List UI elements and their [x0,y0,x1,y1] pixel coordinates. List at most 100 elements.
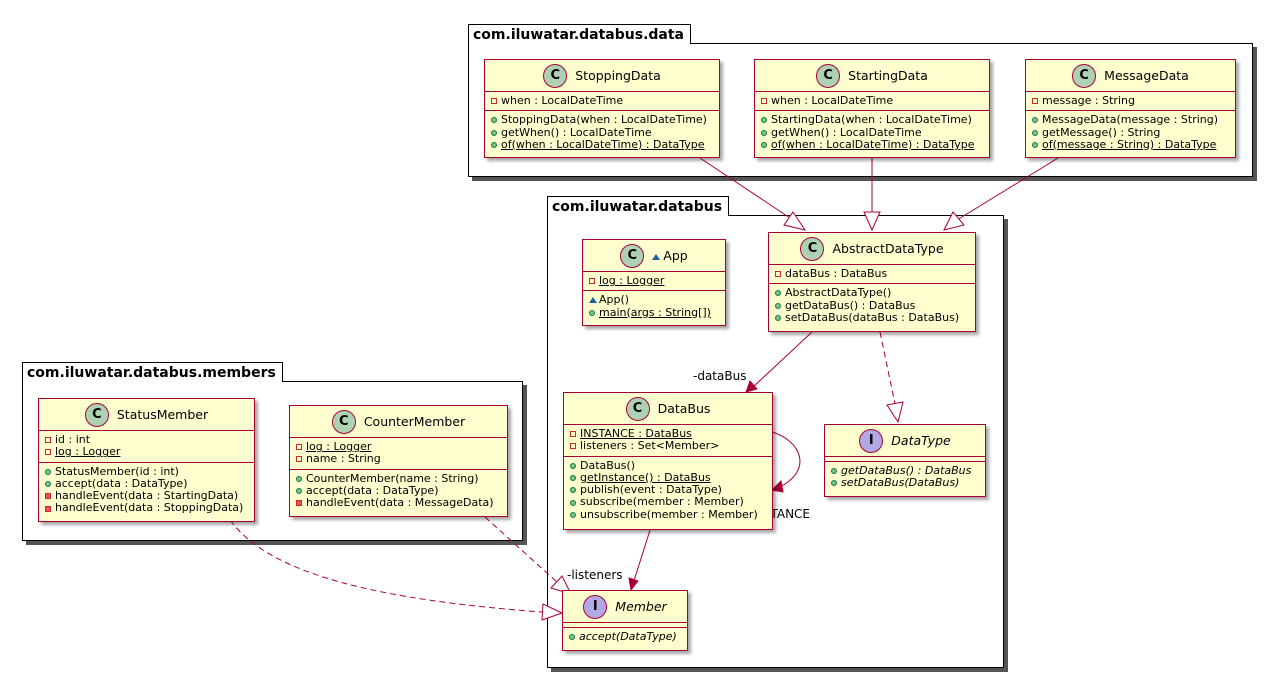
class-abstract-data-type[interactable]: C AbstractDataType dataBus : DataBus Abs… [768,232,976,332]
private-field-icon [45,449,51,456]
fields-section: dataBus : DataBus [769,265,975,285]
private-field-icon [570,431,576,438]
class-stereotype-icon: C [816,63,841,88]
method-row: getWhen() : LocalDateTime [761,126,983,139]
class-status-member[interactable]: C StatusMember id : int log : Logger Sta… [38,398,255,522]
realization-arrowhead [550,575,572,595]
methods-section: CounterMember(name : String) accept(data… [290,470,507,513]
class-stereotype-icon: C [625,396,650,421]
association-arrowhead [745,380,758,393]
edge-counter-implements-member [484,516,559,584]
realization-arrowhead [886,401,904,424]
class-stopping-data[interactable]: C StoppingData when : LocalDateTime Stop… [484,59,720,158]
class-stereotype-icon: C [84,402,109,427]
methods-section: StatusMember(id : int) accept(data : Dat… [39,463,254,518]
method-row: getWhen() : LocalDateTime [491,126,713,139]
realization-arrowhead [541,603,564,621]
field-row: dataBus : DataBus [775,267,969,280]
methods-section: App() main(args : String[]) [583,291,725,322]
class-app[interactable]: C App log : Logger App() main(args : Str… [582,239,726,326]
edge-abstract-implements-datatype [879,331,896,405]
method-row: AbstractDataType() [775,286,969,299]
public-method-icon [296,488,302,495]
method-row: StartingData(when : LocalDateTime) [761,113,983,126]
edge-status-implements-member [229,519,543,613]
method-row: MessageData(message : String) [1032,113,1229,126]
private-field-icon [296,456,302,463]
method-row: StoppingData(when : LocalDateTime) [491,113,713,126]
class-header: C StartingData [755,60,989,92]
fields-section [825,457,985,462]
interface-name: Member [615,599,667,614]
class-name: DataBus [657,401,711,416]
public-method-icon [569,634,575,641]
public-method-icon [589,309,595,316]
methods-section: getDataBus() : DataBus setDataBus(DataBu… [825,462,985,493]
private-field-icon [45,437,51,444]
method-row: handleEvent(data : MessageData) [296,496,501,509]
public-method-icon [570,475,576,482]
edge-stopping-to-abstract [699,157,794,221]
class-counter-member[interactable]: C CounterMember log : Logger name : Stri… [289,405,508,517]
class-starting-data[interactable]: C StartingData when : LocalDateTime Star… [754,59,990,158]
private-field-icon [570,443,576,450]
method-row: accept(DataType) [569,630,681,643]
public-method-icon [761,129,767,136]
method-row: setDataBus(dataBus : DataBus) [775,311,969,324]
field-row: message : String [1032,94,1229,107]
interface-member[interactable]: I Member accept(DataType) [562,590,688,651]
public-method-icon [761,117,767,124]
package-title: com.iluwatar.databus [547,196,730,216]
private-field-icon [296,444,302,451]
public-method-icon [491,117,497,124]
public-method-icon [831,468,837,475]
field-row: id : int [45,433,248,446]
method-row: accept(data : DataType) [296,484,501,497]
field-row: listeners : Set<Member> [570,439,766,452]
public-method-icon [491,129,497,136]
fields-section: when : LocalDateTime [755,92,989,112]
fields-section: message : String [1026,92,1235,112]
method-row: subscribe(member : Member) [570,496,766,508]
class-name: AbstractDataType [832,241,944,256]
method-row: getDataBus() : DataBus [775,299,969,312]
field-row: name : String [296,452,501,465]
methods-section: StoppingData(when : LocalDateTime) getWh… [485,111,719,154]
class-header: I DataType [825,425,985,457]
package-visibility-icon [652,254,661,260]
class-header: C AbstractDataType [769,233,975,265]
private-field-icon [775,271,781,278]
private-method-icon [45,493,51,500]
fields-section: id : int log : Logger [39,431,254,463]
methods-section: MessageData(message : String) getMessage… [1026,111,1235,154]
public-method-icon [570,511,576,518]
method-row: DataBus() [570,459,766,472]
fields-section [563,623,687,628]
interface-datatype[interactable]: I DataType getDataBus() : DataBus setDat… [824,424,986,497]
field-row: log : Logger [296,440,501,453]
method-row: StatusMember(id : int) [45,465,248,478]
class-name: CounterMember [363,414,466,429]
field-row: when : LocalDateTime [491,94,713,107]
method-row: of(when : LocalDateTime) : DataType [491,138,713,151]
methods-section: DataBus() getInstance() : DataBus publis… [564,457,772,524]
private-field-icon [1032,98,1038,105]
class-databus[interactable]: C DataBus INSTANCE : DataBus listeners :… [563,392,773,530]
public-method-icon [775,290,781,297]
fields-section: when : LocalDateTime [485,92,719,112]
methods-section: accept(DataType) [563,628,687,646]
method-row: accept(data : DataType) [45,477,248,490]
public-method-icon [1032,117,1038,124]
method-row: getDataBus() : DataBus [831,464,979,477]
class-header: I Member [563,591,687,623]
class-message-data[interactable]: C MessageData message : String MessageDa… [1025,59,1236,158]
class-header: C MessageData [1026,60,1235,92]
edge-databus-self-instance [771,431,801,489]
class-stereotype-icon: C [1072,63,1097,88]
method-row: handleEvent(data : StoppingData) [45,502,248,514]
public-method-icon [45,481,51,488]
method-row: of(message : String) : DataType [1032,138,1229,151]
class-name: App [652,248,688,263]
edge-databus-to-member [632,529,651,585]
